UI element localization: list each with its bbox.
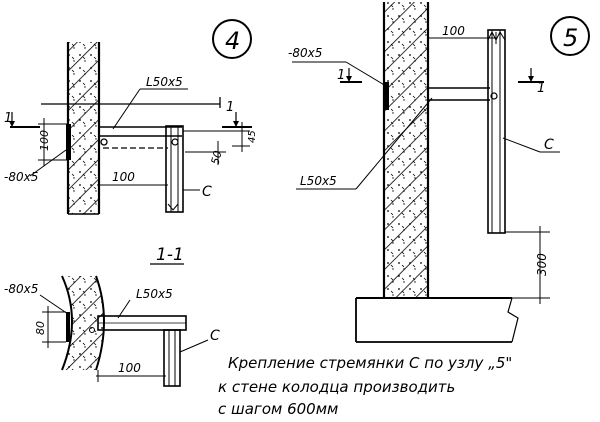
node-5-number: 5	[563, 24, 578, 52]
node-4-plate	[66, 124, 71, 160]
drawing-note: Крепление стремянки С по узлу „5" к стен…	[218, 354, 512, 418]
node-5-plate	[383, 82, 389, 110]
node-5-section-mark-left: 1	[337, 68, 345, 83]
section-1-1-plate-label: -80x5	[4, 282, 38, 296]
node-4-section-mark-right: 1	[226, 100, 234, 115]
node-4-dim-100-length: 100	[112, 170, 135, 184]
note-line-2: к стене колодца производить	[218, 378, 455, 396]
section-1-1-angle-label: L50x5	[136, 287, 173, 301]
node-4-angle	[99, 126, 182, 149]
section-1-1-ladder-label: C	[210, 328, 220, 344]
section-1-1-title: 1-1	[156, 245, 184, 265]
node-4-angle-label: L50x5	[146, 75, 183, 89]
node-5-dim-100: 100	[442, 24, 465, 38]
node-4-circle	[212, 19, 252, 59]
node-4-ladder-label: C	[202, 184, 212, 200]
node-5-angle	[428, 87, 498, 101]
node-4: 4 1	[4, 19, 258, 215]
node-4-dim-100-height: 100	[38, 130, 51, 151]
node-4-section-mark-left: 1	[4, 111, 12, 126]
node-4-number: 4	[225, 27, 240, 55]
node-4-wall	[66, 42, 101, 215]
section-1-1-wall	[61, 275, 105, 371]
note-line-3: с шагом 600мм	[218, 400, 338, 418]
node-5-dim-300: 300	[535, 253, 549, 276]
node-5-wall	[382, 2, 430, 298]
section-1-1-dim-100: 100	[118, 361, 141, 375]
node-4-plate-label: -80x5	[4, 170, 38, 184]
node-4-dim-45: 45	[247, 130, 258, 143]
section-1-1-plate	[66, 312, 70, 342]
section-1-1: 1-1 -80x5 L50x5 C	[4, 245, 220, 387]
section-1-1-angle	[89, 315, 187, 333]
note-line-1: Крепление стремянки С по узлу „5"	[228, 354, 512, 372]
node-5-ladder-label: C	[544, 137, 554, 153]
node-5: 5	[288, 2, 590, 343]
node-5-circle	[550, 16, 590, 56]
node-5-plate-label: -80x5	[288, 46, 322, 60]
node-4-ladder	[165, 125, 184, 213]
section-1-1-dim-80: 80	[34, 321, 47, 335]
node-5-angle-label: L50x5	[300, 174, 337, 188]
node-5-section-mark-right: 1	[537, 81, 545, 96]
section-1-1-ladder	[163, 329, 181, 387]
node-5-ladder	[487, 29, 506, 234]
node-4-dim-50: 50	[209, 149, 225, 166]
node-5-footing	[355, 297, 519, 343]
